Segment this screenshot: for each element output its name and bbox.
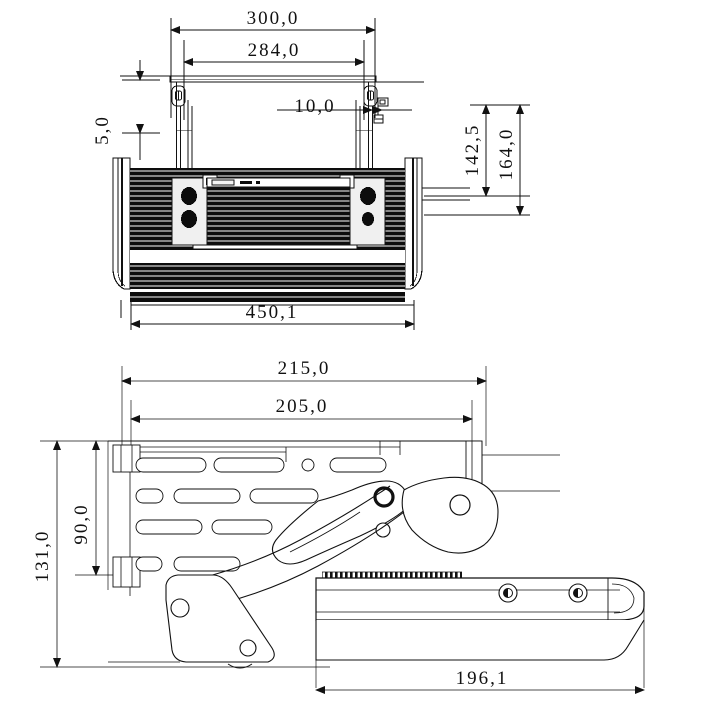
- hanger-clip-left: [171, 85, 186, 107]
- dimension-label-164: 164,0: [496, 128, 517, 181]
- platform-tread-lower: [130, 263, 405, 302]
- plate-slot-holes: [135, 457, 387, 572]
- dimension-label-300: 300,0: [247, 8, 300, 29]
- dimension-215: [121, 366, 487, 446]
- bottom-view-group: [40, 366, 645, 694]
- dimension-label-196-1: 196,1: [456, 668, 509, 689]
- dimension-label-131: 131,0: [32, 530, 53, 583]
- support-post-left: [175, 82, 193, 168]
- plate-mount-block-bottom: [112, 556, 141, 588]
- dimension-131: [40, 440, 330, 668]
- dimension-label-90: 90,0: [71, 503, 92, 544]
- top-view-group: [112, 18, 530, 330]
- dimension-label-5: 5,0: [92, 115, 113, 145]
- dimension-label-142-5: 142,5: [462, 124, 483, 177]
- hanger-rail: [120, 75, 424, 83]
- dimension-300: [170, 18, 376, 118]
- linkage-arm-right: [401, 476, 499, 554]
- platform-cross-bar: [192, 177, 358, 250]
- platform-mount-left: [171, 174, 218, 246]
- platform-gap-band: [130, 250, 405, 263]
- dimension-450-1: [130, 300, 415, 330]
- platform-end-cap-left: [112, 157, 131, 318]
- dimension-5: [122, 60, 160, 160]
- dimension-label-205: 205,0: [276, 396, 329, 417]
- lower-pivot-bracket: [108, 574, 275, 669]
- plate-mount-block-top: [112, 444, 141, 473]
- dimension-label-284: 284,0: [248, 40, 301, 61]
- step-profile: [315, 571, 645, 688]
- dimension-label-10: 10,0: [294, 96, 335, 117]
- dimension-label-215: 215,0: [278, 358, 331, 379]
- dimension-label-450-1: 450,1: [246, 302, 299, 323]
- platform-mount-right: [339, 174, 386, 246]
- support-post-right: [355, 82, 373, 168]
- platform-end-cap-right: [404, 157, 470, 318]
- dimension-164: [424, 104, 530, 216]
